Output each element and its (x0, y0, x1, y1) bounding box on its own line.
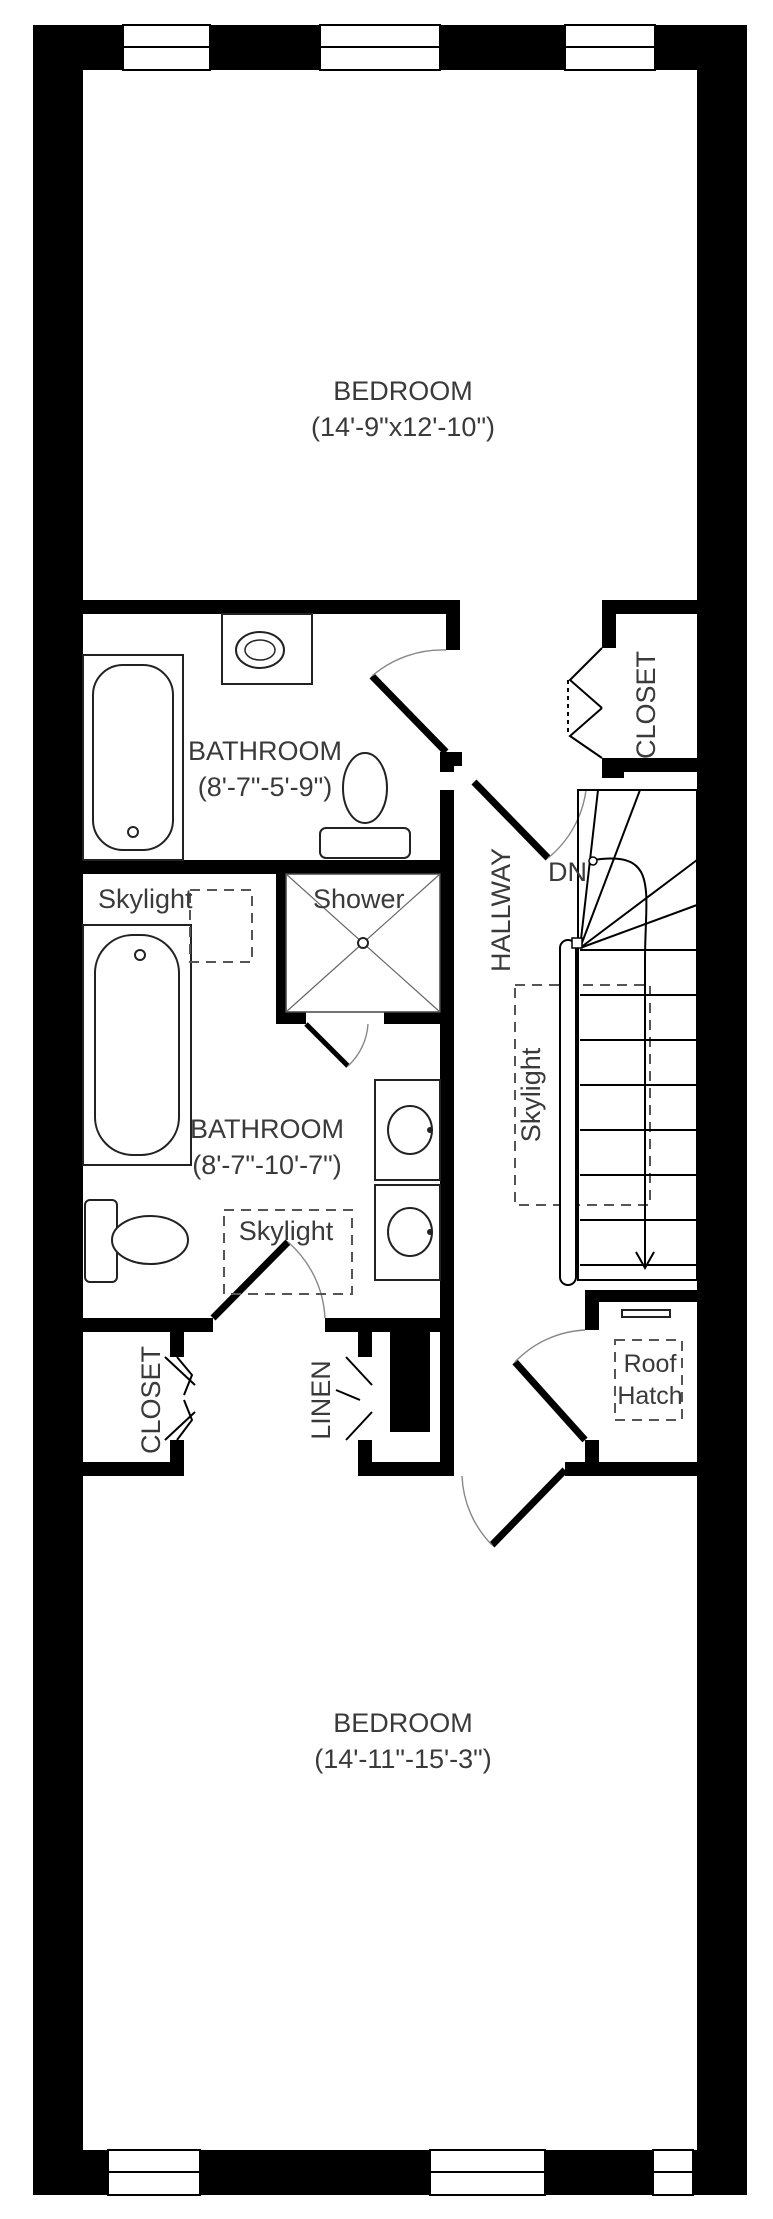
door-bathroom-top (369, 649, 449, 755)
door-bathroom-lower (210, 1239, 326, 1321)
closet-bottom-doors (164, 1356, 196, 1441)
bedroom-bottom-name: BEDROOM (333, 1708, 473, 1738)
skylight-stair-box (514, 984, 651, 1206)
stair-direction-arrow-icon (592, 857, 648, 1265)
door-hallway (471, 779, 587, 861)
toilet-lower-icon (84, 1199, 189, 1283)
vanity-sink-lower-icon (374, 1184, 441, 1281)
door-roof-hatch-room (512, 1329, 588, 1443)
bathtub-lower-icon (82, 924, 192, 1166)
shower-label: Shower (313, 884, 405, 914)
ladder-rail-icon (621, 1309, 671, 1318)
linen-label: LINEN (306, 1360, 336, 1440)
bathtub-top-icon (82, 654, 184, 861)
roof-hatch-box (614, 1339, 683, 1421)
toilet-top-icon (319, 752, 411, 859)
window-bottom-middle (429, 2149, 546, 2196)
bathroom-2-dims: (8'-7"-10'-7") (192, 1150, 342, 1180)
window-bottom-right (652, 2149, 694, 2196)
skylight-stair-label: Skylight (516, 1047, 546, 1142)
window-top-left (122, 24, 211, 71)
hallway-label: HALLWAY (486, 848, 516, 972)
windows (107, 24, 694, 2196)
exterior-walls (33, 25, 747, 2195)
skylight-bath-box (189, 889, 253, 963)
skylight-vanity-label: Skylight (239, 1216, 334, 1246)
door-bedroom-bottom (461, 1467, 568, 1548)
sink-top-icon (221, 613, 313, 685)
linen-doors (335, 1356, 373, 1441)
skylight-vanity-box (223, 1209, 353, 1295)
closet-top-label: CLOSET (631, 651, 661, 759)
closet-bottom-label: CLOSET (136, 1346, 166, 1454)
window-top-middle (319, 24, 441, 71)
window-top-right (564, 24, 656, 71)
bathroom-1-dims: (8'-7"-5'-9") (198, 772, 333, 802)
fixtures (82, 613, 683, 1421)
bedroom-top-name: BEDROOM (333, 376, 473, 406)
closet-top-doors (567, 647, 603, 759)
bathroom-1-name: BATHROOM (188, 736, 342, 766)
door-shower (304, 1022, 369, 1068)
bedroom-bottom-dims: (14'-11"-15'-3") (314, 1744, 492, 1774)
interior-walls (83, 600, 697, 1476)
bedroom-top-dims: (14'-9"x12'-10") (311, 412, 495, 442)
shower-floor-icon (285, 873, 441, 1013)
roof-hatch-label-line2: Hatch (617, 1382, 682, 1410)
window-bottom-left (107, 2149, 201, 2196)
labels: BEDROOM (14'-9"x12'-10") BATHROOM (8'-7"… (98, 376, 683, 1774)
handrail-icon (559, 939, 577, 1286)
vanity-sink-upper-icon (374, 1079, 441, 1181)
doors (164, 647, 603, 1548)
skylight-bath-label: Skylight (98, 884, 193, 914)
stairs-down-label: DN (548, 857, 587, 887)
bathroom-2-name: BATHROOM (190, 1114, 344, 1144)
roof-hatch-label-line1: Roof (624, 1350, 677, 1378)
stairs (559, 789, 698, 1286)
